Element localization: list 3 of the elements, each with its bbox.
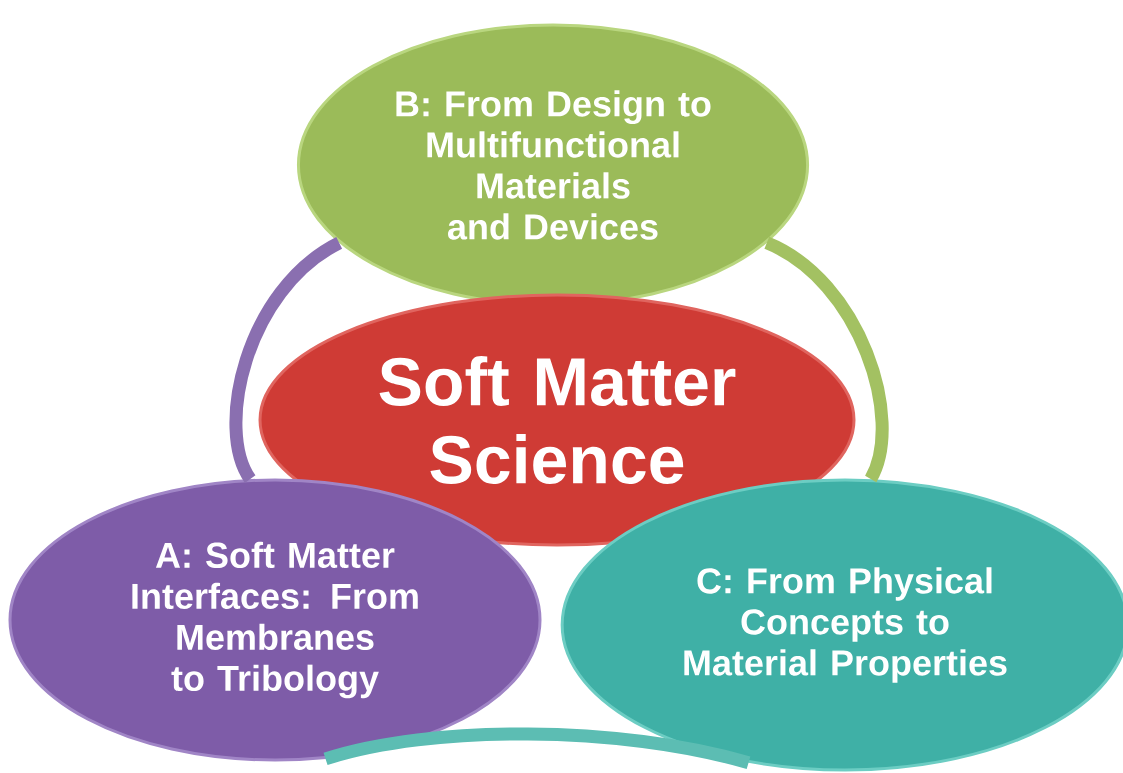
ring-arc xyxy=(323,727,751,770)
ring-arc xyxy=(229,237,343,483)
ring-arc xyxy=(763,237,889,482)
